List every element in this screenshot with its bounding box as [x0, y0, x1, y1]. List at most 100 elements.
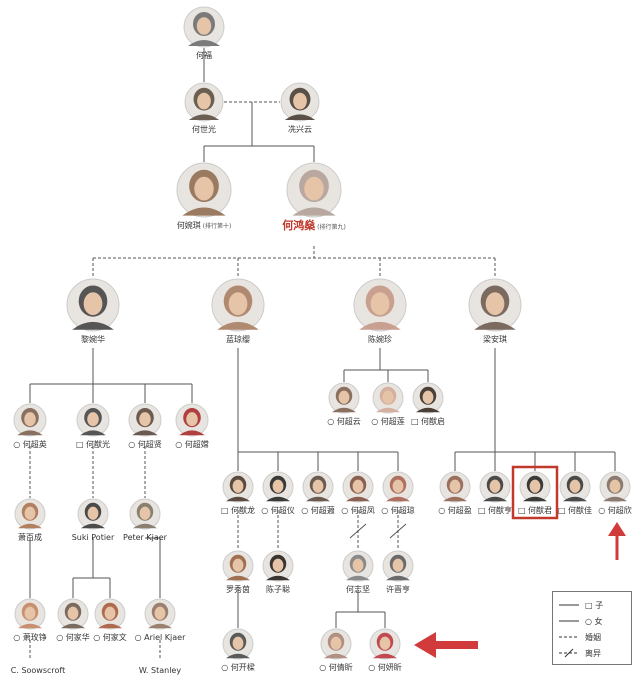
- portrait-p_liwanhua: [66, 278, 120, 332]
- person-name: ○ 何家华: [56, 633, 90, 642]
- person-label-p_heyanxin: ○ 何妍盺: [368, 663, 402, 673]
- person-label-p_peterkjaer: Peter Kjaer: [123, 533, 167, 543]
- portrait-p_chenwanzhen: [353, 278, 407, 332]
- person-name: 何世光: [192, 125, 216, 134]
- person-name: 梁安琪: [483, 335, 507, 344]
- person-name: □ 何猷光: [75, 440, 111, 449]
- portrait-p_hechaoqiong: [382, 471, 414, 503]
- person-name: □ 何猷佳: [557, 506, 593, 515]
- person-name: 萧百成: [18, 533, 42, 542]
- portrait-p_heqianxin: [320, 628, 352, 660]
- person-label-p_hexianqi: □ 何猷启: [411, 417, 445, 427]
- person-name: 何鸿燊: [282, 219, 316, 232]
- portrait-p_lanqiongying: [211, 278, 265, 332]
- portrait-p_hexianjia: [559, 471, 591, 503]
- person-name: ○ 何超盈: [438, 506, 472, 515]
- person-label-p_hewanqi: 何婉琪 (排行第十): [177, 221, 232, 232]
- person-name: 何婉琪: [176, 221, 201, 230]
- person-label-p_hexianjia: □ 何猷佳: [558, 506, 592, 516]
- person-name: 陈子聪: [266, 585, 290, 594]
- person-label-p_xujinheng: 许晋亨: [386, 585, 410, 595]
- person-label-p_hechaoxuan: ○ 何超蕸: [301, 506, 335, 516]
- portrait-p_hechaolian: [372, 382, 404, 414]
- arrow-left-icon: [414, 632, 478, 658]
- person-label-p_hechaoyun: ○ 何超云: [327, 417, 361, 427]
- person-label-p_hechaoyi: ○ 何超仪: [261, 506, 295, 516]
- person-label-p_hejiahua: ○ 何家华: [56, 633, 90, 643]
- person-name: ○ 何超欣: [598, 506, 632, 515]
- portrait-p_heshiguang: [184, 82, 224, 122]
- person-name: □ 何猷亨: [477, 506, 513, 515]
- person-name: □ 何猷龙: [220, 506, 256, 515]
- highlight-box: [511, 465, 559, 520]
- legend-son: □ 子: [585, 600, 604, 610]
- person-label-p_hehongshen: 何鸿燊 (排行第九): [282, 219, 346, 233]
- legend-divorce: 离异: [585, 648, 601, 658]
- person-name: 何志坚: [346, 585, 370, 594]
- spouse-label-s_wstanley: W. Stanley: [138, 666, 182, 675]
- portrait-p_xiaobaicheng: [14, 498, 46, 530]
- person-name: ○ 何超莲: [371, 417, 405, 426]
- portrait-p_sukipotier: [77, 498, 109, 530]
- person-name: ○ 何超仪: [261, 506, 295, 515]
- portrait-p_hexianguang: [76, 403, 110, 437]
- person-name: Suki Potier: [71, 533, 115, 542]
- portrait-p_xianxingyun: [280, 82, 320, 122]
- person-label-p_hexianjun: □ 何猷君: [518, 506, 552, 516]
- portrait-p_arielkjaer: [144, 598, 176, 630]
- person-name: ○ Ariel Kjaer: [134, 633, 186, 642]
- person-name: ○ 何妍盺: [368, 663, 402, 672]
- person-note: (排行第十): [200, 223, 232, 230]
- person-label-p_lanqiongying: 蓝琼缨: [226, 335, 250, 345]
- person-label-p_hechaoxin: ○ 何超欣: [598, 506, 632, 516]
- person-name: ○ 何超琼: [381, 506, 415, 515]
- portrait-p_hexianlong: [222, 471, 254, 503]
- portrait-p_hechaoyun: [328, 382, 360, 414]
- arrow-up-icon: [608, 522, 626, 560]
- portrait-p_hexianheng: [479, 471, 511, 503]
- person-name: ○ 何超嫦: [175, 440, 209, 449]
- portrait-p_heyanxin: [369, 628, 401, 660]
- person-label-p_heqianxin: ○ 何倩盺: [319, 663, 353, 673]
- portrait-p_peterkjaer: [129, 498, 161, 530]
- person-label-p_hejiawen: ○ 何家文: [93, 633, 127, 643]
- person-label-p_chenziqiong: 陈子聪: [266, 585, 290, 595]
- person-name: 陈婉珍: [368, 335, 392, 344]
- person-label-p_hechaolian: ○ 何超莲: [371, 417, 405, 427]
- portrait-p_xujinheng: [382, 550, 414, 582]
- portrait-p_hechaoyi: [262, 471, 294, 503]
- person-name: ○ 何超英: [13, 440, 47, 449]
- portrait-p_hezhijian: [342, 550, 374, 582]
- person-label-p_hechaoqiong: ○ 何超琼: [381, 506, 415, 516]
- portrait-p_hekaiyue: [222, 628, 254, 660]
- portrait-p_hehongshen: [286, 162, 342, 218]
- person-label-p_sukipotier: Suki Potier: [72, 533, 115, 543]
- portrait-p_luoxiuyin: [222, 550, 254, 582]
- portrait-p_hejiahua: [57, 598, 89, 630]
- person-label-p_hechaoying: ○ 何超英: [13, 440, 47, 450]
- person-label-p_xiaomeizheng: ○ 萧玫铮: [13, 633, 47, 643]
- portrait-p_hejiawen: [94, 598, 126, 630]
- person-label-p_luoxiuyin: 罗秀茵: [226, 585, 250, 595]
- person-name: ○ 何超云: [327, 417, 361, 426]
- portrait-p_hechaofeng: [342, 471, 374, 503]
- person-label-p_heshiguang: 何世光: [192, 125, 216, 135]
- portrait-p_lianganqi: [468, 278, 522, 332]
- person-label-p_hekaiyue: ○ 何开樑: [221, 663, 255, 673]
- person-name: 黎婉华: [81, 335, 105, 344]
- portrait-p_chenziqiong: [262, 550, 294, 582]
- person-label-p_hexianheng: □ 何猷亨: [478, 506, 512, 516]
- portrait-p_hechaoxian: [128, 403, 162, 437]
- person-name: 蓝琼缨: [226, 335, 250, 344]
- spouse-label-s_soowscroft: C. Soowscroft: [10, 666, 66, 675]
- person-label-p_arielkjaer: ○ Ariel Kjaer: [135, 633, 186, 643]
- person-name: ○ 萧玫铮: [13, 633, 47, 642]
- person-label-p_hexianguang: □ 何猷光: [76, 440, 110, 450]
- legend-marriage: 婚姻: [585, 632, 601, 642]
- person-name: 罗秀茵: [226, 585, 250, 594]
- person-note: (排行第九): [315, 224, 346, 231]
- person-name: □ 何猷君: [517, 506, 553, 515]
- portrait-p_hechaodi: [175, 403, 209, 437]
- person-label-p_lianganqi: 梁安琪: [483, 335, 507, 345]
